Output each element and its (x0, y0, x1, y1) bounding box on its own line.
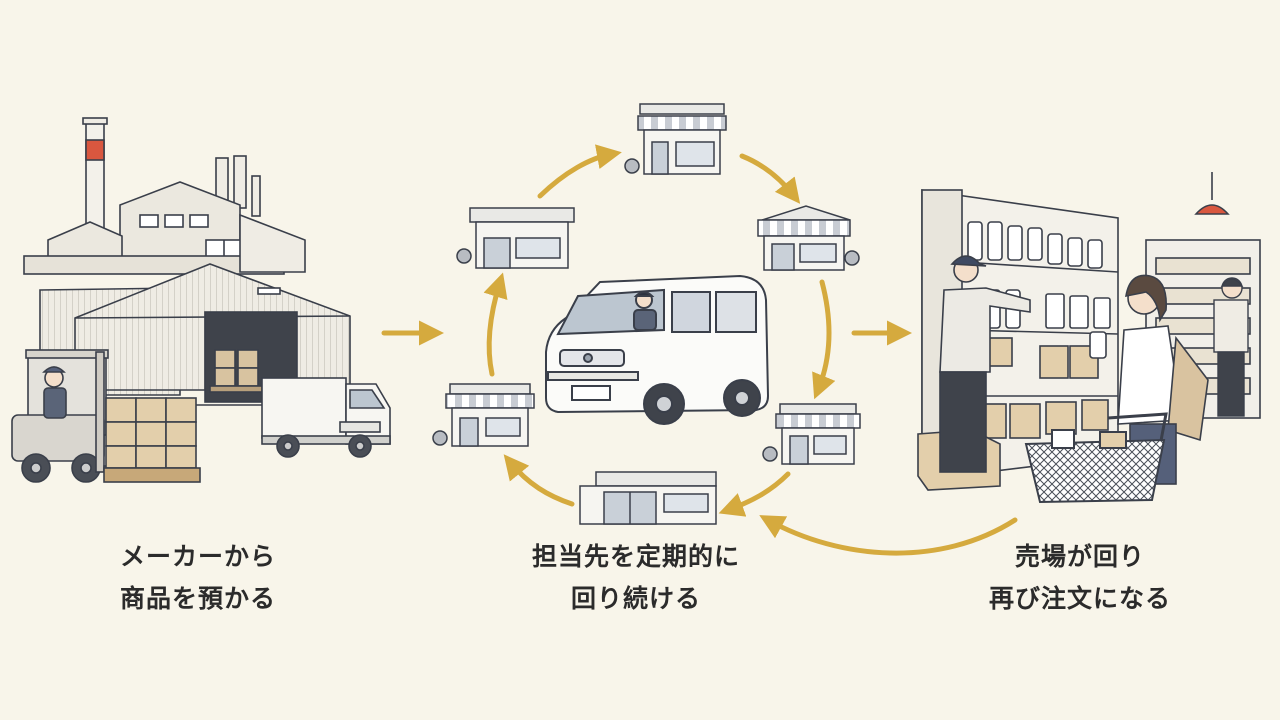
caption-factory: メーカーから 商品を預かる (68, 536, 328, 620)
delivery-van-icon (545, 274, 770, 425)
arrow-reorder-return (759, 515, 1018, 556)
storefront-icon (757, 205, 860, 271)
storefront-icon (624, 103, 727, 175)
arrow-loop-5 (503, 454, 575, 507)
arrow-loop-1 (537, 144, 622, 199)
caption-store-line1: 売場が回り (1014, 542, 1145, 571)
arrow-loop-6 (483, 272, 508, 377)
storefront-icon (762, 403, 861, 465)
forklift-icon (11, 349, 201, 483)
arrow-loop-4 (718, 471, 791, 517)
storefront-icon (456, 207, 575, 269)
caption-route-line1: 担当先を定期的に (531, 542, 740, 571)
caption-factory-line1: メーカーから (119, 542, 276, 571)
caption-store: 売場が回り 再び注文になる (950, 536, 1210, 620)
arrow-loop-3 (812, 279, 836, 400)
arrow-loop-2 (739, 153, 801, 204)
caption-route: 担当先を定期的に 回り続ける (506, 536, 766, 620)
caption-factory-line2: 商品を預かる (119, 584, 276, 613)
staff-icon (939, 255, 1031, 473)
customer-icon (1213, 277, 1249, 417)
storefront-icon (432, 383, 535, 447)
truck-icon (261, 377, 391, 458)
caption-store-line2: 再び注文になる (988, 584, 1171, 613)
factory-icon (23, 117, 360, 406)
storefront-icon (579, 471, 717, 525)
caption-route-line2: 回り続ける (570, 584, 701, 613)
shopping-basket-icon (1024, 412, 1168, 504)
flow-arrows (381, 144, 1018, 556)
